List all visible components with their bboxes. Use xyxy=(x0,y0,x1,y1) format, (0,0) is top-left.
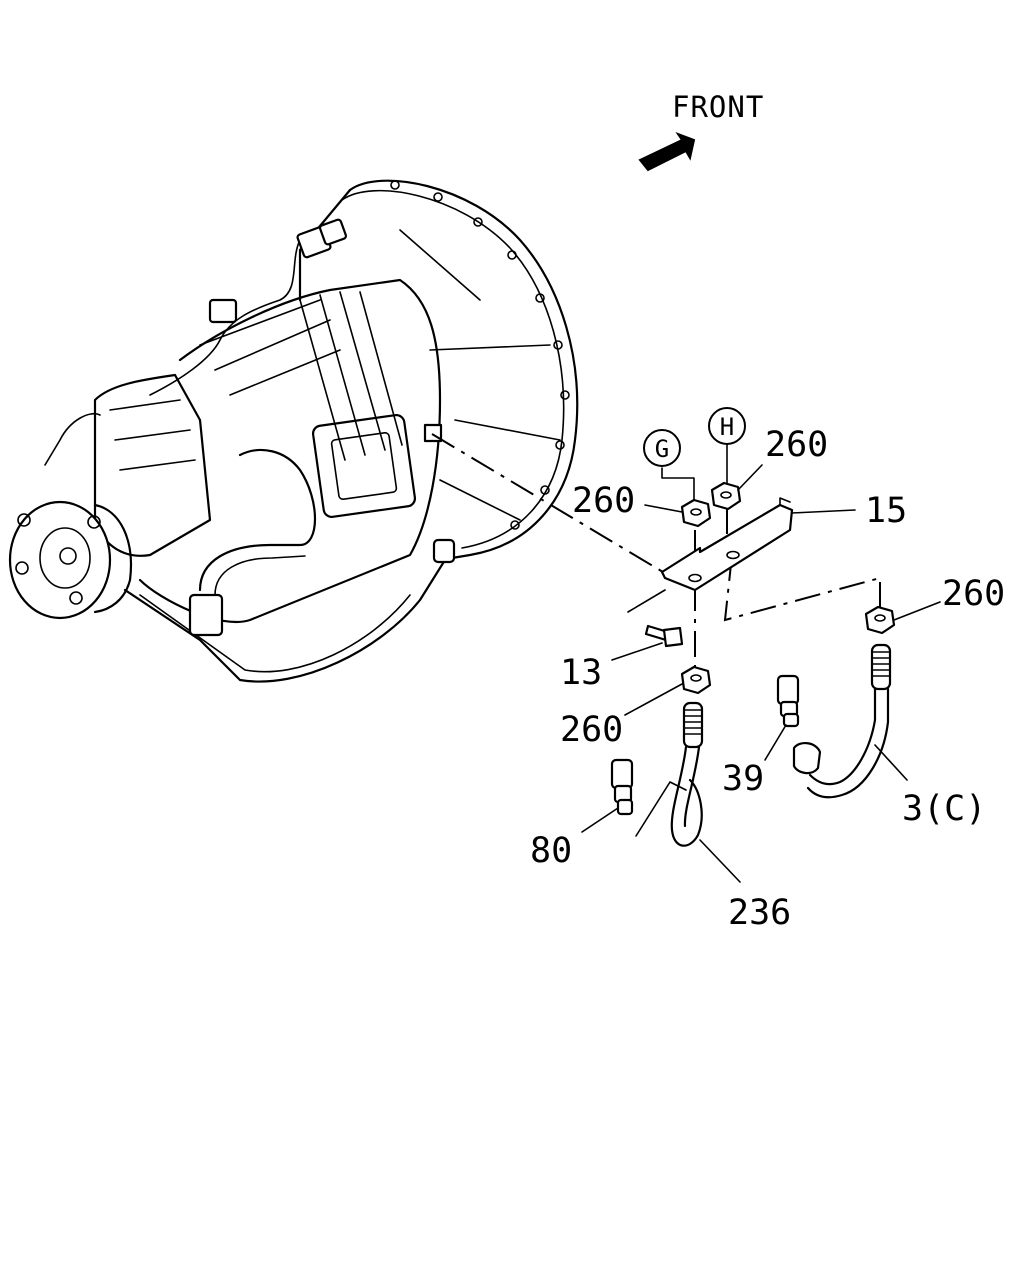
callout-260-top-right: 260 xyxy=(765,425,828,465)
transmission-assembly xyxy=(8,179,579,683)
installation-lines xyxy=(431,433,881,680)
callout-80: 80 xyxy=(530,831,572,871)
callout-13: 13 xyxy=(560,653,602,693)
circle-h-label: H xyxy=(720,413,734,441)
nut-lower xyxy=(680,665,712,695)
front-arrow-icon xyxy=(638,131,696,172)
nut-right xyxy=(864,605,896,635)
valve-cover xyxy=(311,413,417,519)
nut-top-left xyxy=(680,498,712,528)
circle-g-marker: G xyxy=(643,429,681,467)
circle-g-label: G xyxy=(655,435,669,463)
output-flange xyxy=(8,500,133,620)
nut-top-right xyxy=(710,481,742,511)
bell-housing xyxy=(348,179,579,562)
bolt xyxy=(644,624,684,648)
callout-39: 39 xyxy=(722,759,764,799)
callout-3c: 3(C) xyxy=(902,789,986,829)
front-label: FRONT xyxy=(672,90,764,124)
fitting-39 xyxy=(776,674,800,728)
callout-260-top-left: 260 xyxy=(572,481,635,521)
bracket xyxy=(660,497,794,592)
flange-bolts xyxy=(390,180,570,530)
front-indicator: FRONT xyxy=(638,90,764,172)
pipe-3c xyxy=(792,643,892,799)
callout-leaders xyxy=(581,440,941,883)
callout-15: 15 xyxy=(865,491,907,531)
part-callouts: 260 260 15 260 13 260 39 3(C) 80 236 xyxy=(530,425,1005,933)
circle-h-marker: H xyxy=(708,407,746,445)
wire-harness xyxy=(149,239,301,396)
pipe-236 xyxy=(635,701,704,847)
main-case xyxy=(138,278,442,623)
callout-260-lower: 260 xyxy=(560,710,623,750)
oil-pan xyxy=(123,558,447,683)
callout-260-right: 260 xyxy=(942,574,1005,614)
fitting-80 xyxy=(610,758,634,816)
callout-236: 236 xyxy=(728,893,791,933)
case-hose xyxy=(198,448,316,592)
